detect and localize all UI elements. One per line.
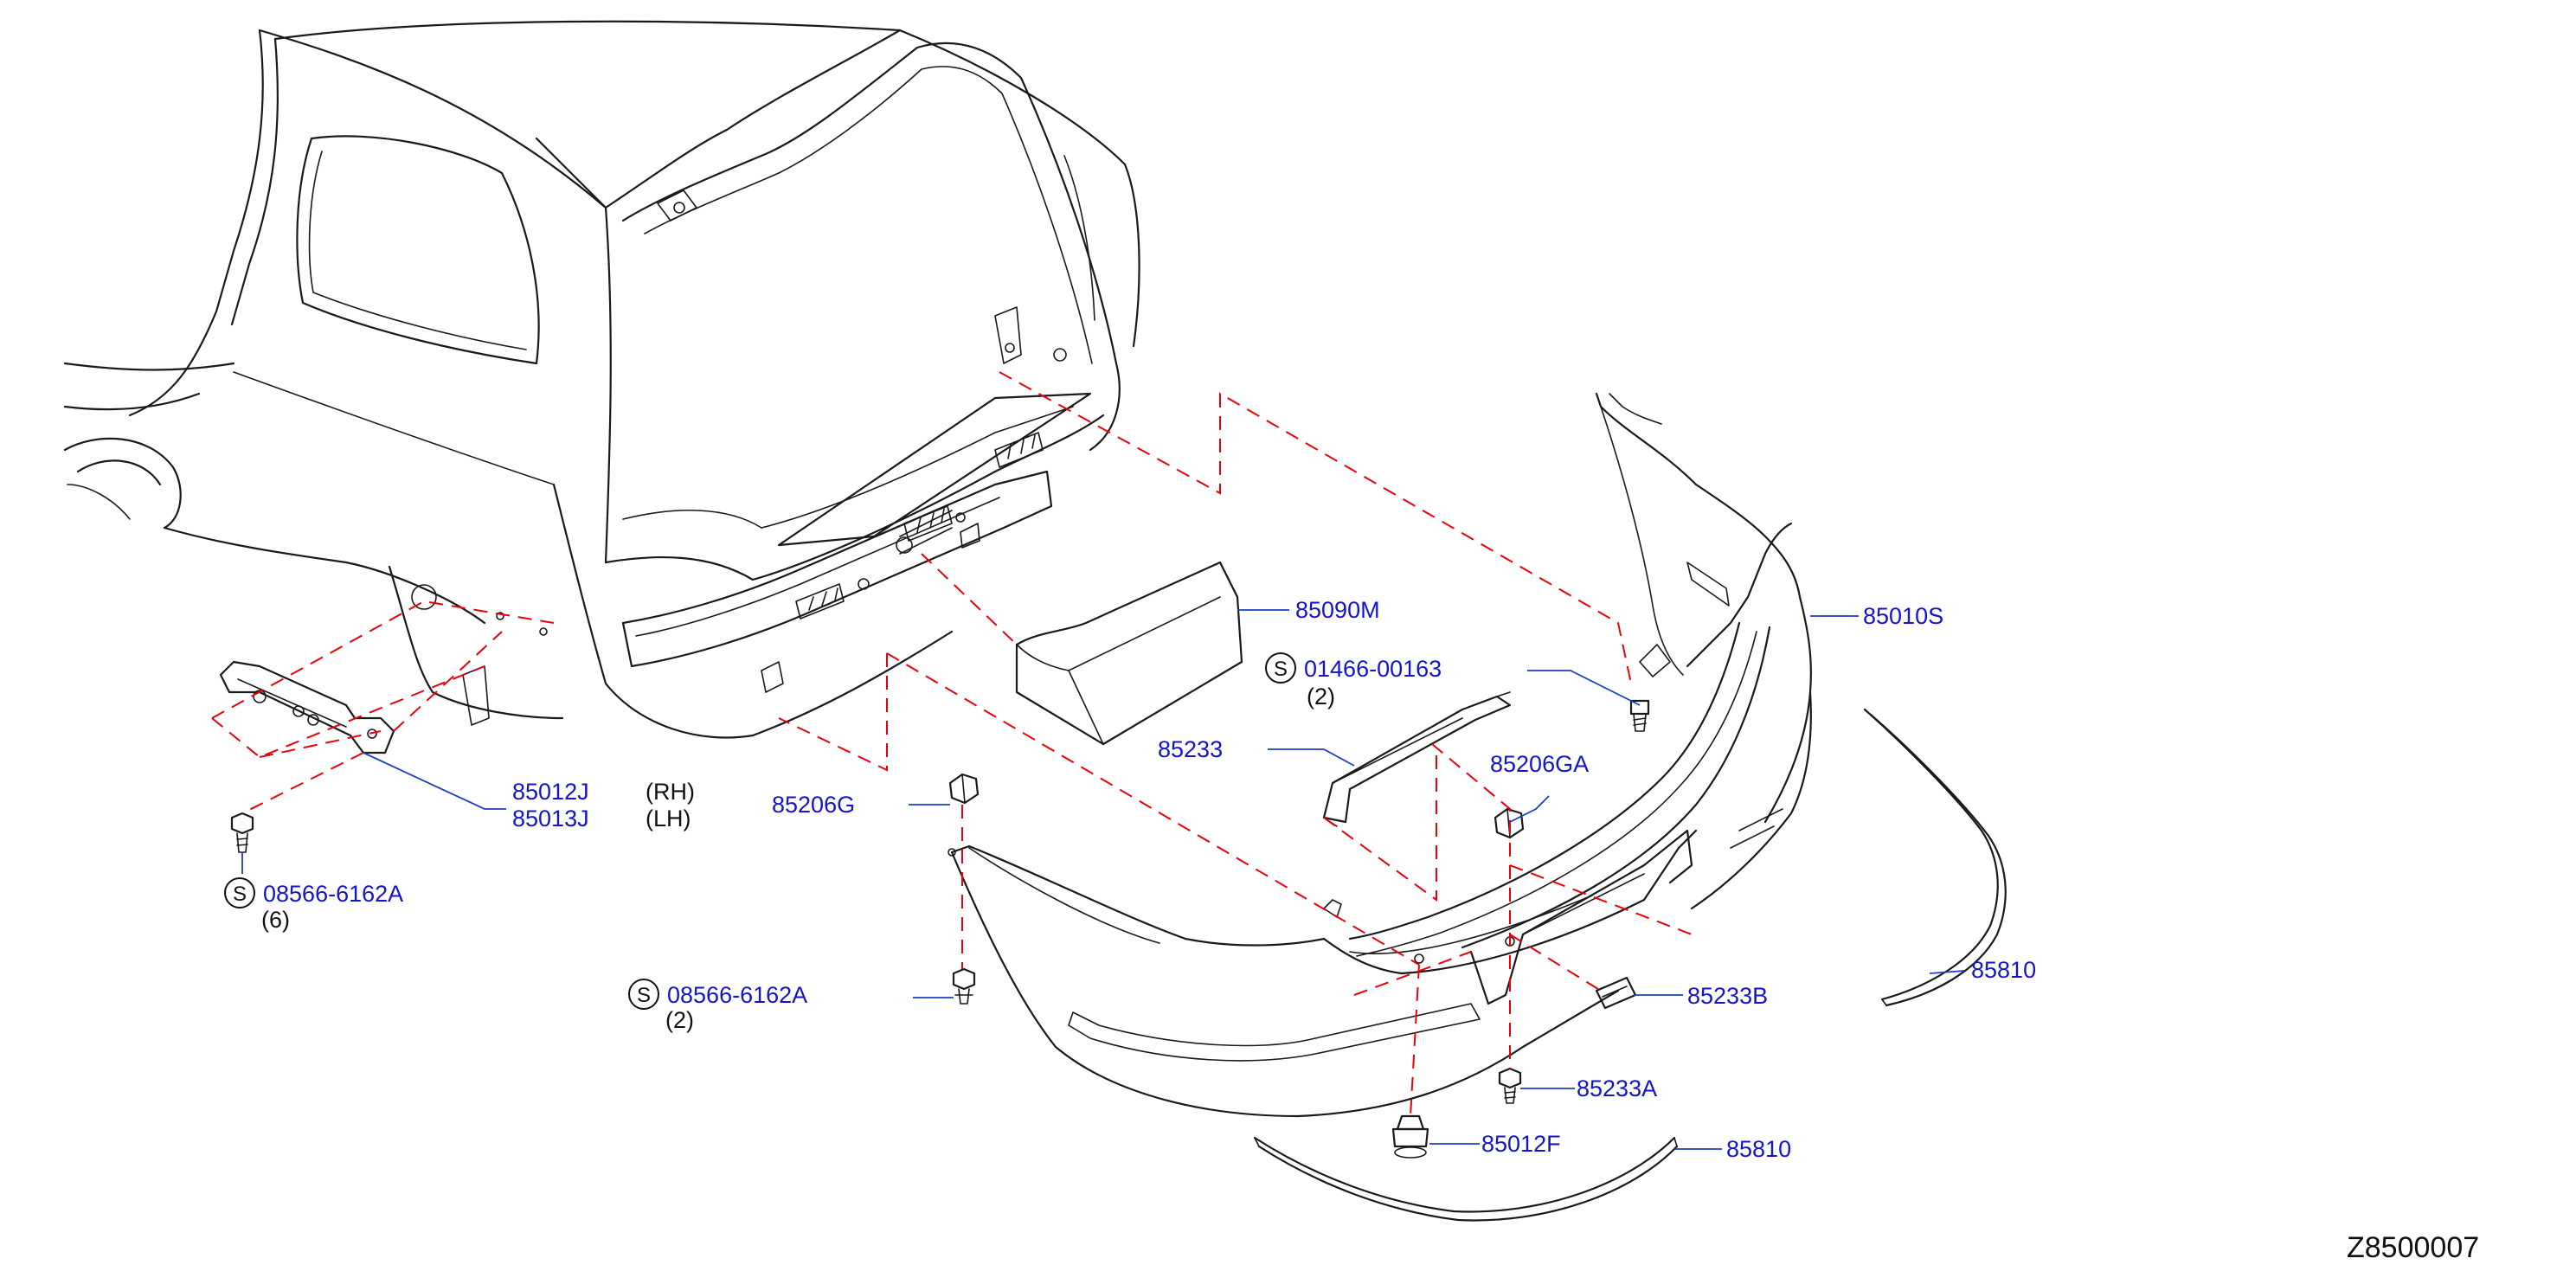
callout-85233[interactable]: 85233 (1158, 736, 1223, 762)
callout-01466-00163[interactable]: S 01466-00163 (2) (1265, 652, 1442, 709)
quantity-label: (6) (261, 907, 290, 933)
part-number-label: 85013J (512, 806, 589, 831)
standard-part-letter: S (637, 984, 651, 1007)
callout-85206G[interactable]: 85206G (772, 792, 855, 818)
callout-85012F[interactable]: 85012F (1481, 1131, 1561, 1157)
callout-85810-lower[interactable]: 85810 (1726, 1136, 1791, 1162)
standard-part-letter: S (233, 883, 247, 906)
standard-part-mark (224, 877, 255, 908)
leader-lines (241, 609, 1965, 1150)
callout-85012J-85013J[interactable]: 85012J (RH) 85013J (LH) (512, 779, 695, 831)
part-number-label: 85206G (772, 792, 855, 818)
diagram-id: Z8500007 (2347, 1231, 2479, 1264)
part-number-label: 85810 (1971, 957, 2036, 983)
part-85810-lower-strip (1253, 1136, 1679, 1222)
quantity-label: (2) (1307, 684, 1335, 709)
fastener-85012F-rivet (1391, 1114, 1429, 1159)
part-85090M-absorber (1015, 561, 1243, 746)
part-number-label: 01466-00163 (1304, 656, 1442, 682)
fastener-08566-bolt-left (230, 812, 254, 853)
part-85010S-bumper-fascia (948, 392, 1812, 1118)
assembly-dash-lines (211, 371, 1693, 1117)
part-number-label: 85090M (1295, 597, 1380, 623)
part-number-label: 85012F (1481, 1131, 1561, 1157)
callout-08566-6162A-left[interactable]: S 08566-6162A (6) (224, 877, 403, 933)
side-label: (LH) (646, 806, 691, 831)
part-number-label: 08566-6162A (263, 881, 403, 907)
part-number-label: 85233B (1687, 983, 1768, 1009)
part-85012J-side-bracket (219, 660, 395, 754)
part-number-label: 85012J (512, 779, 589, 805)
fastener-08566-bolt-center (952, 967, 976, 1005)
part-number-label: 85010S (1863, 603, 1943, 629)
part-number-label: 85206GA (1490, 751, 1589, 777)
vehicle-body (63, 20, 1140, 739)
quantity-label: (2) (665, 1007, 694, 1033)
part-number-label: 85233A (1577, 1075, 1657, 1101)
callout-85090M[interactable]: 85090M (1295, 597, 1380, 623)
part-number-label: 08566-6162A (667, 982, 807, 1008)
fastener-85233A-screw (1498, 1067, 1522, 1104)
callout-85010S[interactable]: 85010S (1863, 603, 1943, 629)
standard-part-mark (628, 979, 659, 1010)
part-85233-bracket (1322, 691, 1512, 827)
fastener-01466-bolt (1629, 699, 1650, 732)
part-number-label: 85810 (1726, 1136, 1791, 1162)
fastener-85206G-clip (948, 773, 980, 805)
callout-85206GA[interactable]: 85206GA (1490, 751, 1589, 777)
standard-part-mark (1265, 652, 1296, 684)
callout-85810-upper[interactable]: 85810 (1971, 957, 2036, 983)
callout-08566-6162A-center[interactable]: S 08566-6162A (2) (628, 979, 807, 1033)
side-label: (RH) (646, 779, 695, 805)
callout-85233B[interactable]: 85233B (1687, 983, 1768, 1009)
standard-part-letter: S (1274, 658, 1288, 681)
callout-85233A[interactable]: 85233A (1577, 1075, 1657, 1101)
part-number-label: 85233 (1158, 736, 1223, 762)
